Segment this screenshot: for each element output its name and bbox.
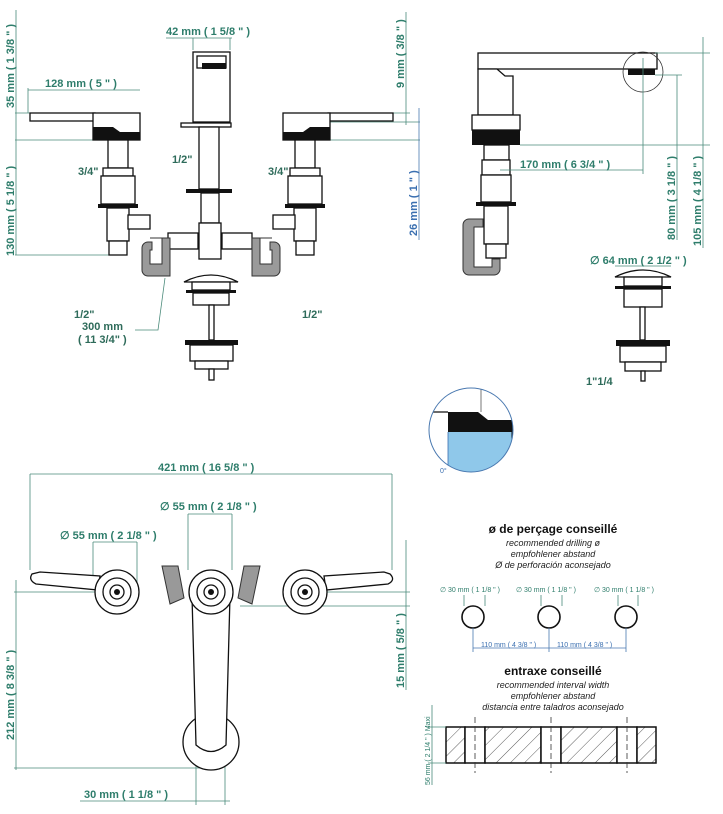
drilling-subtitle-es: Ø de perforación aconsejado <box>494 560 611 570</box>
hole-label-3: ∅ 30 mm ( 1 1/8 " ) <box>594 587 654 594</box>
spout-offset-label: 15 mm ( 5/8 " ) <box>395 613 407 688</box>
spacing-label-2: 110 mm ( 4 3/8 " ) <box>557 642 612 649</box>
center-diameter-label: ∅ 55 mm ( 2 1/8 " ) <box>160 501 257 513</box>
lever-length-label: 128 mm ( 5 " ) <box>45 78 117 90</box>
spout-reach-label: 170 mm ( 6 3/4 " ) <box>520 159 611 171</box>
hose-thread-left: 1/2" <box>74 309 95 321</box>
right-handle-top <box>282 569 328 615</box>
left-hose <box>141 237 171 277</box>
drill-dimension-lines <box>463 595 639 652</box>
drilling-title: ø de perçage conseillé <box>489 522 618 536</box>
popup-waste-front <box>183 274 239 381</box>
hole-label-2: ∅ 30 mm ( 1 1/8 " ) <box>516 587 576 594</box>
spout-width-label: 42 mm ( 1 5/8 " ) <box>166 26 250 38</box>
countertop-section <box>428 705 657 785</box>
spout-clearance-label: 80 mm ( 3 1/8 " ) <box>666 156 678 240</box>
waste-thread-label: 1"1/4 <box>586 376 614 388</box>
hose-thread-right: 1/2" <box>302 309 323 321</box>
spout-width-bottom-label: 30 mm ( 1 1/8 " ) <box>84 789 168 801</box>
drilling-subtitle-de: empfohlener abstand <box>511 549 597 559</box>
hose-length: 300 mm <box>82 321 123 333</box>
spacing-label-1: 110 mm ( 4 3/8 " ) <box>481 642 536 649</box>
bottom-front-view: 421 mm ( 16 5/8 " ) ∅ 55 mm ( 2 1/8 " ) … <box>5 462 410 805</box>
bottom-dimension-lines <box>14 473 410 805</box>
interval-title: entraxe conseillé <box>504 664 602 678</box>
left-handle-top <box>94 569 140 615</box>
interval-section: entraxe conseillé recommended interval w… <box>425 664 657 785</box>
detail-angle-label: 0° <box>440 467 447 475</box>
interval-subtitle-en: recommended interval width <box>497 680 610 690</box>
popup-waste-side <box>614 269 672 382</box>
center-spout <box>167 51 253 260</box>
spout-body-top <box>191 595 231 753</box>
overall-depth-label: 212 mm ( 8 3/8 " ) <box>5 649 17 740</box>
drill-holes <box>461 605 638 629</box>
spout-thread: 1/2" <box>172 154 193 166</box>
right-valve-thread: 3/4" <box>268 166 289 178</box>
top-front-view: 42 mm ( 1 5/8 " ) 128 mm ( 5 " ) 35 mm (… <box>5 10 420 381</box>
side-view: 170 mm ( 6 3/4 " ) 80 mm ( 3 1/8 " ) 105… <box>428 37 710 475</box>
thickness-label: 56 mm ( 2 1/4 " ) Maxi <box>425 716 432 785</box>
hole-label-1: ∅ 30 mm ( 1 1/8 " ) <box>440 587 500 594</box>
side-dimension-lines <box>500 37 710 267</box>
left-connector <box>161 565 185 605</box>
interval-subtitle-es: distancia entre taladros aconsejado <box>482 702 624 712</box>
lever-thickness-label: 9 mm ( 3/8 " ) <box>395 19 407 88</box>
left-lever-top <box>30 571 101 591</box>
drilling-section: ø de perçage conseillé recommended drill… <box>440 522 654 652</box>
aerator-detail: 0° <box>428 387 514 475</box>
interval-subtitle-de: empfohlener abstand <box>511 691 597 701</box>
deck-offset-label: 26 mm ( 1 " ) <box>408 170 420 236</box>
hose-length-inches: ( 11 3/4" ) <box>78 334 127 346</box>
overall-width-label: 421 mm ( 16 5/8 " ) <box>158 462 255 474</box>
waste-diameter-label: ∅ 64 mm ( 2 1/2 " ) <box>590 255 687 267</box>
right-valve <box>272 112 394 256</box>
right-lever-top <box>323 571 394 591</box>
handle-height-label: 35 mm ( 1 3/8 " ) <box>5 24 17 108</box>
drilling-subtitle-en: recommended drilling ø <box>506 538 601 548</box>
left-valve <box>29 112 151 256</box>
right-hose <box>251 237 281 277</box>
side-hose <box>462 218 501 276</box>
spout-height-label: 105 mm ( 4 1/8 " ) <box>692 155 704 246</box>
body-height-label: 130 mm ( 5 1/8 " ) <box>5 165 17 256</box>
left-valve-thread: 3/4" <box>78 166 99 178</box>
left-diameter-label: ∅ 55 mm ( 2 1/8 " ) <box>60 530 157 542</box>
right-connector <box>237 565 261 605</box>
center-spout-top <box>188 569 234 615</box>
